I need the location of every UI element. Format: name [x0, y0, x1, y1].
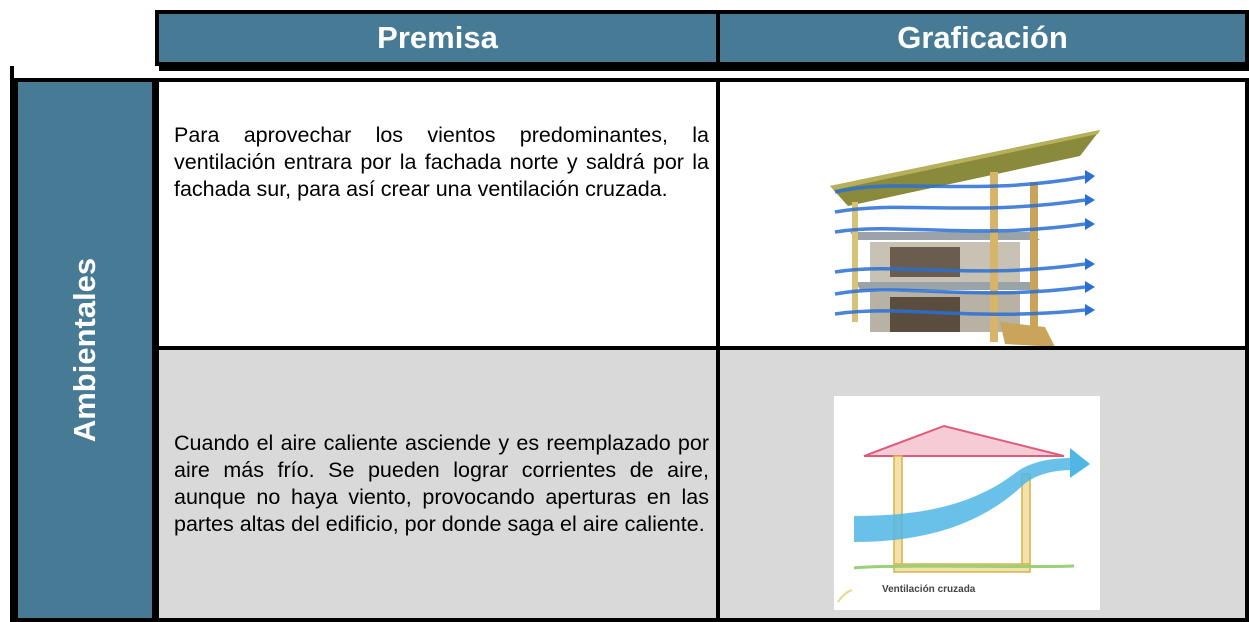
- row2-premisa-text: Cuando el aire caliente asciende y es re…: [174, 431, 709, 536]
- header-shadow: [159, 66, 1249, 71]
- row2-graficacion-cell: Ventilación cruzada: [716, 346, 1249, 622]
- row1-premisa-cell: Para aprovechar los vientos predominante…: [155, 78, 720, 350]
- row1-premisa-text: Para aprovechar los vientos predominante…: [174, 123, 709, 201]
- ventilacion-cruzada-image: Ventilación cruzada: [834, 396, 1100, 610]
- cross-ventilation-building-image: [830, 130, 1100, 347]
- category-label: Ambientales: [67, 257, 102, 443]
- category-cell: Ambientales: [14, 78, 156, 622]
- image-caption: Ventilación cruzada: [882, 584, 976, 595]
- house-ventilation-diagram: [837, 424, 1090, 603]
- row1-graficacion-cell: [716, 78, 1249, 350]
- row2-premisa-cell: Cuando el aire caliente asciende y es re…: [155, 346, 720, 622]
- header-graficacion: Graficación: [716, 10, 1249, 66]
- header-premisa: Premisa: [155, 10, 720, 66]
